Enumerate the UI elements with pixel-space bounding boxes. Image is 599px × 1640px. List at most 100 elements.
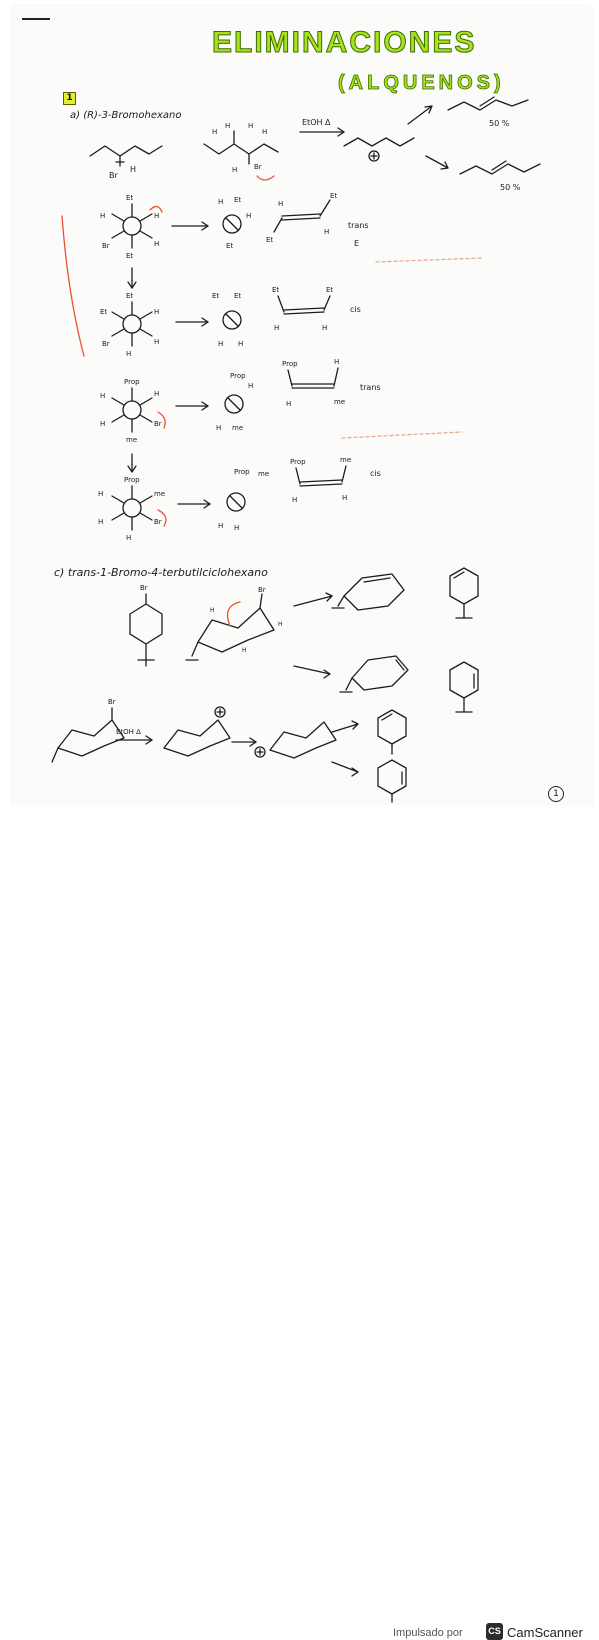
svg-text:H: H bbox=[242, 647, 247, 654]
svg-text:Et: Et bbox=[234, 196, 241, 204]
svg-text:Br: Br bbox=[140, 584, 148, 592]
svg-text:H: H bbox=[212, 128, 217, 136]
svg-text:H: H bbox=[225, 122, 230, 130]
svg-text:Br: Br bbox=[102, 340, 110, 348]
svg-text:me: me bbox=[258, 470, 269, 478]
cyclohexene-products bbox=[331, 567, 479, 713]
svg-text:Prop: Prop bbox=[290, 458, 306, 466]
reaction-arrow-1: EtOH Δ bbox=[299, 118, 345, 137]
svg-text:Et: Et bbox=[266, 236, 273, 244]
svg-text:Prop: Prop bbox=[234, 468, 250, 476]
page-title: ELIMINACIONES bbox=[211, 26, 477, 60]
svg-text:H: H bbox=[216, 424, 221, 432]
bromohexane-skeletal: Br H bbox=[89, 145, 163, 180]
svg-text:H: H bbox=[234, 524, 239, 532]
svg-text:H: H bbox=[100, 392, 105, 400]
svg-text:Prop: Prop bbox=[282, 360, 298, 368]
bottom-chair-series: Br EtOH Δ bbox=[51, 698, 407, 803]
svg-text:me: me bbox=[340, 456, 351, 464]
svg-text:50 %: 50 % bbox=[489, 119, 510, 128]
svg-text:EtOH Δ: EtOH Δ bbox=[116, 728, 141, 736]
svg-text:Br: Br bbox=[254, 163, 262, 171]
svg-text:Et: Et bbox=[226, 242, 233, 250]
powered-by-label: Impulsado por bbox=[393, 1627, 463, 1639]
svg-text:H: H bbox=[292, 496, 297, 504]
svg-text:H: H bbox=[286, 400, 291, 408]
svg-text:H: H bbox=[248, 382, 253, 390]
svg-text:H: H bbox=[154, 338, 159, 346]
svg-text:H: H bbox=[154, 212, 159, 220]
svg-text:Et: Et bbox=[212, 292, 219, 300]
svg-text:Br: Br bbox=[108, 698, 116, 706]
svg-text:H: H bbox=[218, 198, 223, 206]
svg-text:Et: Et bbox=[126, 252, 133, 260]
elimination-arrows-c bbox=[293, 592, 333, 679]
svg-text:H: H bbox=[126, 350, 131, 358]
svg-text:me: me bbox=[126, 436, 137, 444]
svg-text:cis: cis bbox=[350, 305, 361, 314]
svg-text:Br: Br bbox=[154, 420, 162, 428]
svg-text:H: H bbox=[248, 122, 253, 130]
svg-text:Prop: Prop bbox=[124, 378, 140, 386]
camscanner-brand: CamScanner bbox=[507, 1625, 583, 1640]
svg-text:H: H bbox=[322, 324, 327, 332]
svg-text:H: H bbox=[334, 358, 339, 366]
svg-text:Br: Br bbox=[109, 171, 118, 180]
svg-text:H: H bbox=[98, 518, 103, 526]
svg-text:H: H bbox=[238, 340, 243, 348]
svg-text:H: H bbox=[278, 200, 283, 208]
svg-text:Br: Br bbox=[258, 586, 266, 594]
svg-text:H: H bbox=[218, 522, 223, 530]
svg-text:Et: Et bbox=[126, 194, 133, 202]
part-a-heading: a) (R)-3-Bromohexano bbox=[70, 110, 182, 121]
svg-text:H: H bbox=[210, 607, 215, 614]
svg-text:H: H bbox=[100, 420, 105, 428]
svg-text:H: H bbox=[246, 212, 251, 220]
chair-conformation: Br H H H bbox=[185, 586, 283, 661]
bromohexane-zigzag: H H H H H Br bbox=[203, 122, 279, 181]
scanned-page: ELIMINACIONES (ALQUENOS) 1 a) (R)-3-Brom… bbox=[12, 6, 592, 806]
page-number: 1 bbox=[548, 786, 564, 802]
part-c-heading: c) trans-1-Bromo-4-terbutilciclohexano bbox=[54, 566, 268, 579]
newman-projection-3: Prop H H H Br me Prop H H me Prop H H me… bbox=[100, 358, 463, 444]
camscanner-logo-icon: CS bbox=[486, 1623, 503, 1640]
svg-text:H: H bbox=[232, 166, 237, 174]
newman-projection-1: Et H H Br H Et H Et Et H Et Et H H trans… bbox=[61, 192, 483, 357]
svg-text:Prop: Prop bbox=[124, 476, 140, 484]
svg-text:Br: Br bbox=[102, 242, 110, 250]
alkene-product-bottom: 50 % bbox=[459, 160, 541, 192]
alkene-product-top: 50 % bbox=[447, 96, 529, 128]
svg-text:Et: Et bbox=[100, 308, 107, 316]
svg-text:Et: Et bbox=[326, 286, 333, 294]
scanner-footer: Impulsado por CS CamScanner bbox=[0, 806, 599, 1640]
svg-text:H: H bbox=[218, 340, 223, 348]
bromo-terbutyl-cyclohexane: Br bbox=[129, 584, 163, 667]
svg-text:H: H bbox=[154, 390, 159, 398]
svg-text:H: H bbox=[98, 490, 103, 498]
svg-text:EtOH Δ: EtOH Δ bbox=[302, 118, 331, 127]
svg-text:E: E bbox=[354, 239, 359, 248]
svg-text:H: H bbox=[262, 128, 267, 136]
svg-text:H: H bbox=[342, 494, 347, 502]
svg-text:Et: Et bbox=[234, 292, 241, 300]
newman-projection-2: Et Et H Br H H Et Et H H Et Et H H cis bbox=[100, 267, 361, 358]
svg-text:Br: Br bbox=[154, 518, 162, 526]
svg-text:H: H bbox=[154, 240, 159, 248]
svg-text:trans: trans bbox=[360, 383, 381, 392]
svg-text:H: H bbox=[274, 324, 279, 332]
svg-text:H: H bbox=[130, 165, 136, 174]
svg-text:Et: Et bbox=[330, 192, 337, 200]
svg-text:50 %: 50 % bbox=[500, 183, 521, 192]
section-badge: 1 bbox=[63, 92, 76, 105]
svg-text:H: H bbox=[324, 228, 329, 236]
svg-text:trans: trans bbox=[348, 221, 369, 230]
carbocation-chain bbox=[343, 105, 449, 170]
svg-text:H: H bbox=[126, 534, 131, 542]
svg-text:H: H bbox=[154, 308, 159, 316]
svg-text:me: me bbox=[154, 490, 165, 498]
svg-text:H: H bbox=[100, 212, 105, 220]
svg-text:Et: Et bbox=[126, 292, 133, 300]
svg-text:Et: Et bbox=[272, 286, 279, 294]
svg-text:H: H bbox=[278, 621, 283, 628]
page-subtitle: (ALQUENOS) bbox=[338, 72, 505, 95]
